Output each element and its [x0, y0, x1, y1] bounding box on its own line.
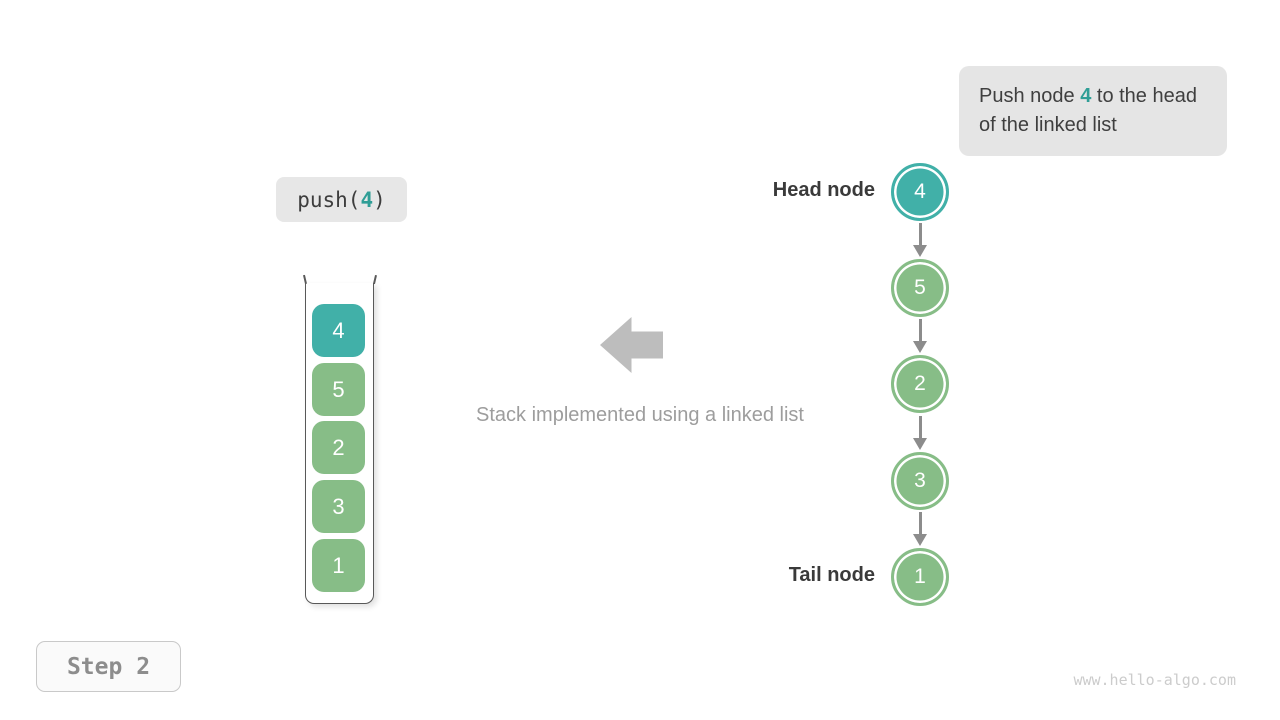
arrow-head [913, 534, 927, 546]
down-arrow-icon [913, 319, 927, 353]
code-box-push: push(4) [276, 177, 407, 222]
tooltip-push-node: Push node 4 to the head of the linked li… [959, 66, 1227, 156]
code-text-after: ) [373, 187, 386, 212]
left-block-arrow-icon [600, 317, 663, 373]
arrow-shaft [918, 416, 922, 439]
tail-node-label: Tail node [788, 564, 875, 586]
tooltip-text-after: to the head of the linked list [979, 85, 1197, 136]
stack-item: 4 [312, 304, 365, 357]
code-arg-value: 4 [360, 187, 374, 212]
head-node-label: Head node [772, 179, 875, 201]
code-text-before: push( [297, 187, 361, 212]
linked-list-node: 5 [891, 259, 949, 317]
watermark-url: www.hello-algo.com [1073, 671, 1236, 689]
arrow-shaft [918, 223, 922, 246]
linked-list-node: 4 [891, 163, 949, 221]
step-badge: Step 2 [36, 641, 181, 692]
arrow-head [913, 341, 927, 353]
arrow-head [913, 245, 927, 257]
stack-item: 5 [312, 363, 365, 416]
arrow-head [913, 438, 927, 450]
down-arrow-icon [913, 223, 927, 257]
arrow-shaft [918, 319, 922, 342]
stack-item: 1 [312, 539, 365, 592]
down-arrow-icon [913, 416, 927, 450]
arrow-shaft [918, 512, 922, 535]
stack-item: 2 [312, 421, 365, 474]
stack-container: 4 5 2 3 1 [305, 283, 374, 604]
diagram-caption: Stack implemented using a linked list [476, 404, 804, 426]
down-arrow-icon [913, 512, 927, 546]
linked-list-node: 1 [891, 548, 949, 606]
tooltip-text-before: Push node [979, 85, 1081, 107]
stack-item: 3 [312, 480, 365, 533]
linked-list-node: 3 [891, 452, 949, 510]
linked-list-node: 2 [891, 355, 949, 413]
tooltip-highlight-value: 4 [1080, 85, 1092, 107]
